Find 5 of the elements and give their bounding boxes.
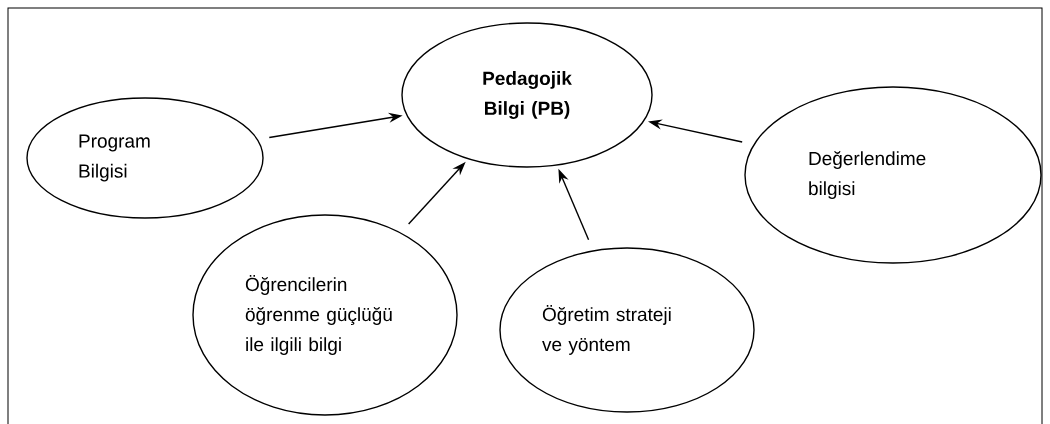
ellipse-node: Öğrencilerin öğrenme güçlüğü ile ilgili bilgi (192, 214, 458, 416)
ellipse-node: Öğretim strateji ve yöntem (499, 247, 755, 413)
ellipse-node: Program Bilgisi (26, 97, 264, 219)
ellipse-node: Pedagojik Bilgi (PB) (401, 22, 653, 168)
ellipse-node: Değerlendime bilgisi (744, 86, 1042, 264)
